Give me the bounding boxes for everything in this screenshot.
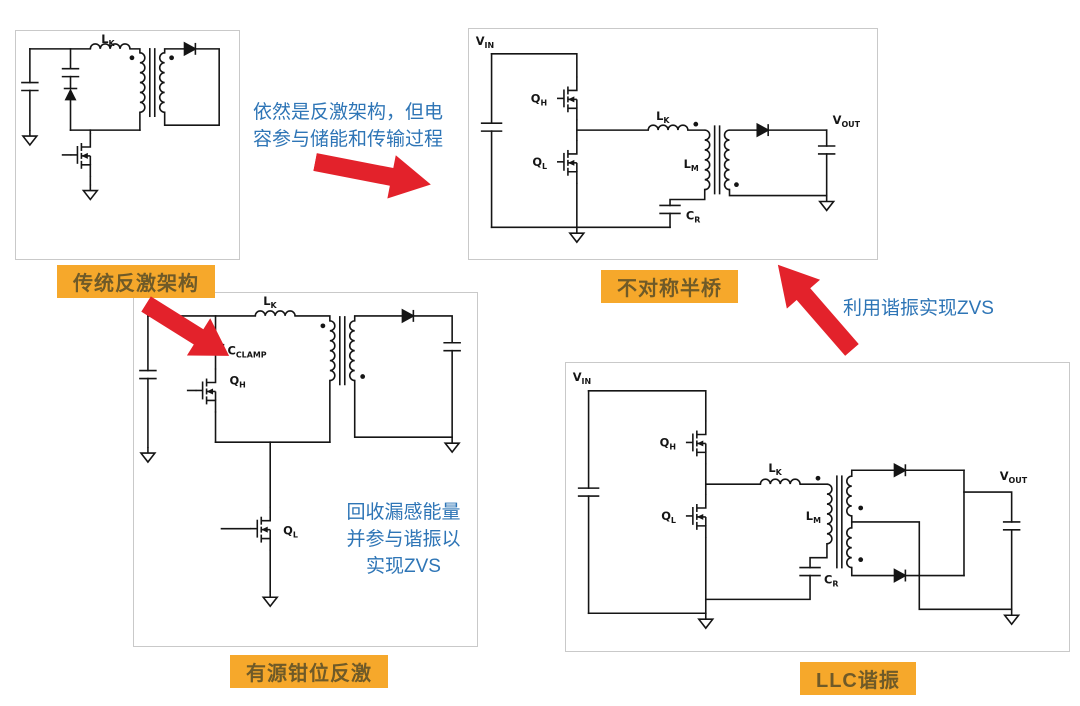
annotation-line: 回收漏感能量 xyxy=(346,502,461,523)
panel-llc-resonant: VIN QH QL LK LM CR VOUT xyxy=(565,362,1070,652)
transformer-secondary xyxy=(158,52,166,114)
transformer-primary xyxy=(329,320,336,382)
arrow-up-left-icon xyxy=(760,249,869,365)
mosfet-symbol xyxy=(69,132,92,178)
polarity-dot xyxy=(858,505,864,511)
label-lk: LK xyxy=(768,461,782,477)
diode-icon xyxy=(893,463,907,478)
label-qh: QH xyxy=(660,435,676,451)
mosfet-ql xyxy=(556,139,578,185)
badge-active-clamp-flyback: 有源钳位反激 xyxy=(230,655,388,688)
label-ql: QL xyxy=(532,155,547,171)
ground-icon xyxy=(82,183,99,201)
label-vin: VIN xyxy=(476,34,494,50)
label-qh: QH xyxy=(531,91,547,107)
panel-traditional-flyback: LK xyxy=(15,30,240,260)
label-cclamp: CCLAMP xyxy=(227,344,266,360)
annotation-line: 实现ZVS xyxy=(366,555,441,577)
polarity-dot xyxy=(858,557,864,563)
label-vin: VIN xyxy=(573,370,591,386)
inductor-lk xyxy=(647,124,689,131)
label-lk: LK xyxy=(263,294,277,310)
ground-icon xyxy=(1003,608,1020,625)
label-ql: QL xyxy=(661,509,676,525)
mosfet-ql xyxy=(685,493,707,539)
badge-asymmetric-half-bridge: 不对称半桥 xyxy=(601,270,738,303)
badge-traditional-flyback: 传统反激架构 xyxy=(57,265,215,298)
ground-icon xyxy=(818,194,835,212)
label-lm: LM xyxy=(806,509,821,525)
arrow-right-icon xyxy=(311,140,437,206)
mosfet-qh xyxy=(194,367,217,414)
annotation-to-asymmetric: 依然是反激架构，但电 容参与储能和传输过程 xyxy=(253,100,444,154)
transformer-primary xyxy=(826,483,833,545)
label-lm: LM xyxy=(684,157,699,173)
mosfet-qh xyxy=(685,419,707,466)
transformer-primary xyxy=(703,129,711,191)
ground-icon xyxy=(444,436,460,453)
ground-icon xyxy=(569,226,585,243)
annotation-line: 容参与储能和传输过程 xyxy=(253,128,444,150)
ground-icon xyxy=(22,129,38,146)
transformer-primary xyxy=(139,52,146,114)
label-cr: CR xyxy=(824,572,839,588)
diode-icon xyxy=(401,309,415,323)
polarity-dot xyxy=(360,374,366,379)
diode-icon xyxy=(183,42,197,56)
ground-icon xyxy=(698,612,714,629)
mosfet-qh xyxy=(556,75,578,121)
polarity-dot xyxy=(129,55,135,61)
transformer-secondary xyxy=(723,129,731,191)
circuit-llc-resonant: VIN QH QL LK LM CR VOUT xyxy=(573,370,1028,629)
panel-asymmetric-half-bridge: VIN QH QL LK LM CR VOUT xyxy=(468,28,878,260)
annotation-line: 并参与谐振以 xyxy=(346,528,461,550)
polarity-dot xyxy=(320,323,326,329)
label-lk: LK xyxy=(101,32,115,48)
diode-icon xyxy=(893,568,907,583)
annotation-active-clamp: 回收漏感能量 并参与谐振以 实现ZVS xyxy=(336,500,471,581)
ground-icon xyxy=(262,590,278,607)
annotation-llc-to-asymmetric: 利用谐振实现ZVS xyxy=(843,298,994,319)
wires xyxy=(577,390,1021,615)
mosfet-ql xyxy=(249,505,272,552)
badge-llc-resonant: LLC谐振 xyxy=(800,662,916,695)
label-ql: QL xyxy=(283,524,298,540)
circuit-active-clamp-flyback: LK CCLAMP QH QL xyxy=(139,294,461,607)
transformer-secondary-bottom xyxy=(846,527,853,569)
label-cr: CR xyxy=(686,208,700,224)
label-qh: QH xyxy=(229,373,245,389)
ground-icon xyxy=(140,446,156,463)
diode-icon xyxy=(756,123,769,137)
polarity-dot xyxy=(815,475,821,481)
inductor-lk xyxy=(759,478,801,485)
label-vout: VOUT xyxy=(1000,469,1028,485)
annotation-line: 依然是反激架构，但电 xyxy=(253,102,444,123)
polarity-dot xyxy=(734,182,739,188)
polarity-dot xyxy=(169,55,174,61)
label-vout: VOUT xyxy=(833,113,861,129)
transformer-secondary xyxy=(348,320,356,382)
arrow-down-right-icon xyxy=(134,285,242,375)
polarity-dot xyxy=(693,121,699,127)
circuit-traditional-flyback: LK xyxy=(21,32,220,201)
inductor-lk xyxy=(254,310,296,317)
circuit-asymmetric-half-bridge: VIN QH QL LK LM CR VOUT xyxy=(476,34,861,243)
wires xyxy=(21,48,220,186)
wires xyxy=(480,52,836,229)
transformer-secondary-top xyxy=(846,475,853,517)
label-lk: LK xyxy=(656,109,670,125)
